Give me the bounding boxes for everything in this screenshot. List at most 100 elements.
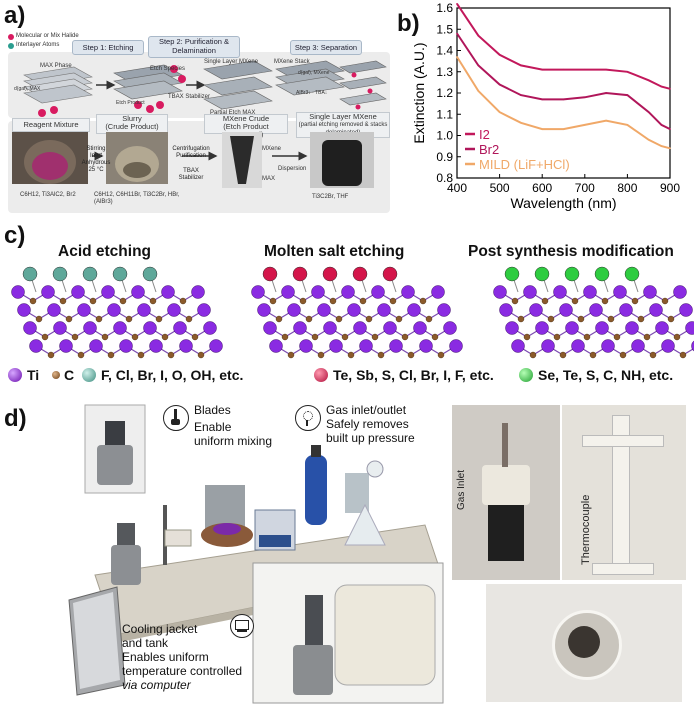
- formula-reagent: C6H12, Ti3AlC2, Br2: [20, 192, 76, 198]
- terminal-atom: [594, 266, 610, 282]
- data-point-2: [584, 124, 586, 126]
- mxene-stack-label: MXene Stack: [274, 59, 310, 65]
- stirring-word: Stirring: [86, 146, 106, 152]
- interlayer-legend-label: Interlayer Atoms: [16, 42, 60, 48]
- ti-atom: [619, 303, 633, 317]
- heading-post-synthesis: Post synthesis modification: [468, 243, 674, 260]
- step-2-box: Step 2: Purification & Delamination: [148, 36, 240, 58]
- partial-etch-max-label: Partial Etch MAX: [210, 110, 256, 116]
- tbax-stabilizer-label: TBAX Stabilizer: [168, 94, 211, 100]
- data-point-1: [541, 98, 543, 101]
- data-point-0: [660, 85, 663, 88]
- terminal-atom: [322, 266, 338, 282]
- mxene-crude-title: MXene Crude: [222, 114, 270, 123]
- c-atom: [377, 351, 385, 359]
- ti-atom: [431, 285, 445, 299]
- gas-icon: [295, 405, 321, 431]
- c-atom: [547, 315, 555, 323]
- panel-label-c: c): [4, 222, 26, 249]
- cooling-line-1: Enables uniform: [122, 650, 209, 664]
- ti-atom: [119, 339, 133, 353]
- c-legend-dot: [52, 371, 60, 379]
- dispersion-label: Dispersion: [278, 166, 307, 172]
- ti-atom: [281, 285, 295, 299]
- atom-legend: Ti C F, Cl, Br, I, O, OH, etc. Te, Sb, S…: [0, 366, 694, 386]
- ti-atom: [299, 339, 313, 353]
- gas-callout: Gas inlet/outlet Safely removes built up…: [326, 403, 415, 445]
- data-point-2: [660, 145, 663, 147]
- c-atom: [35, 315, 43, 323]
- purification-word: Purification: [176, 153, 206, 159]
- c-atom: [643, 333, 651, 341]
- ti-atom: [353, 321, 367, 335]
- ti-atom: [257, 303, 271, 317]
- ti-atom: [589, 303, 603, 317]
- ti-atom: [377, 303, 391, 317]
- max-phase-label: MAX Phase: [40, 63, 72, 69]
- ti-atom: [523, 285, 537, 299]
- ti-atom: [559, 303, 573, 317]
- ti-atom: [371, 285, 385, 299]
- c-atom: [185, 315, 193, 323]
- ti-atom: [71, 285, 85, 299]
- ti-atom: [601, 339, 615, 353]
- ti-atom: [323, 321, 337, 335]
- data-point-1: [584, 96, 586, 99]
- c-atom: [347, 351, 355, 359]
- c-atom: [65, 315, 73, 323]
- step-1-box: Step 1: Etching: [72, 40, 144, 55]
- etch-product-label: Etch Product: [116, 100, 145, 106]
- ti-atom: [317, 303, 331, 317]
- ti-legend-label: Ti: [27, 367, 40, 383]
- blades-line-2: uniform mixing: [194, 434, 273, 448]
- data-point-0: [520, 64, 522, 67]
- ti-atom: [161, 285, 175, 299]
- c-atom: [529, 351, 537, 359]
- ti-atom: [101, 285, 115, 299]
- c-atom: [395, 315, 403, 323]
- ti-atom: [83, 321, 97, 335]
- c-atom: [317, 351, 325, 359]
- ti-atom: [77, 303, 91, 317]
- cooling-port-photo: [486, 584, 682, 702]
- single-layer-title: Single Layer MXene: [309, 112, 377, 121]
- c-atom: [571, 297, 579, 305]
- c-atom: [89, 297, 97, 305]
- ti-atom: [59, 339, 73, 353]
- data-point-1: [498, 83, 501, 86]
- max-arrow-label: MAX: [262, 176, 276, 182]
- ti-atom: [251, 285, 265, 299]
- c-atom: [371, 333, 379, 341]
- d-gal-max-label: d(gal), MAX: [14, 86, 41, 92]
- ti-atom: [673, 285, 687, 299]
- c-atom: [553, 333, 561, 341]
- y-tick-label: 1.1: [436, 107, 453, 121]
- ti-atom: [269, 339, 283, 353]
- legend-label-0: I2: [479, 127, 490, 142]
- data-point-1: [660, 124, 663, 126]
- c-atom: [601, 297, 609, 305]
- ti-atom: [287, 303, 301, 317]
- c-atom: [649, 351, 657, 359]
- c-atom: [335, 315, 343, 323]
- tbax-word: TBAX: [183, 168, 199, 174]
- step-3-box: Step 3: Separation: [290, 40, 362, 55]
- inert-word: Inert: [89, 153, 102, 159]
- panel-a-synthesis-scheme: a) Molecular or Mix Halide Interlayer At…: [0, 0, 395, 215]
- ti-atom: [47, 303, 61, 317]
- c-atom: [613, 333, 621, 341]
- c-atom: [407, 351, 415, 359]
- terminal-atom: [112, 266, 128, 282]
- stabilizer-word: Stabilizer: [178, 175, 204, 181]
- mxene-lattice-structures: [11, 266, 694, 359]
- terminal-atom: [534, 266, 550, 282]
- ti-atom: [17, 303, 31, 317]
- c-atom: [191, 333, 199, 341]
- c-atom: [101, 333, 109, 341]
- ti-atom: [359, 339, 373, 353]
- data-point-2: [562, 128, 565, 130]
- ti-atom: [679, 303, 693, 317]
- y-tick-label: 1.0: [436, 129, 453, 143]
- ti-atom: [595, 321, 609, 335]
